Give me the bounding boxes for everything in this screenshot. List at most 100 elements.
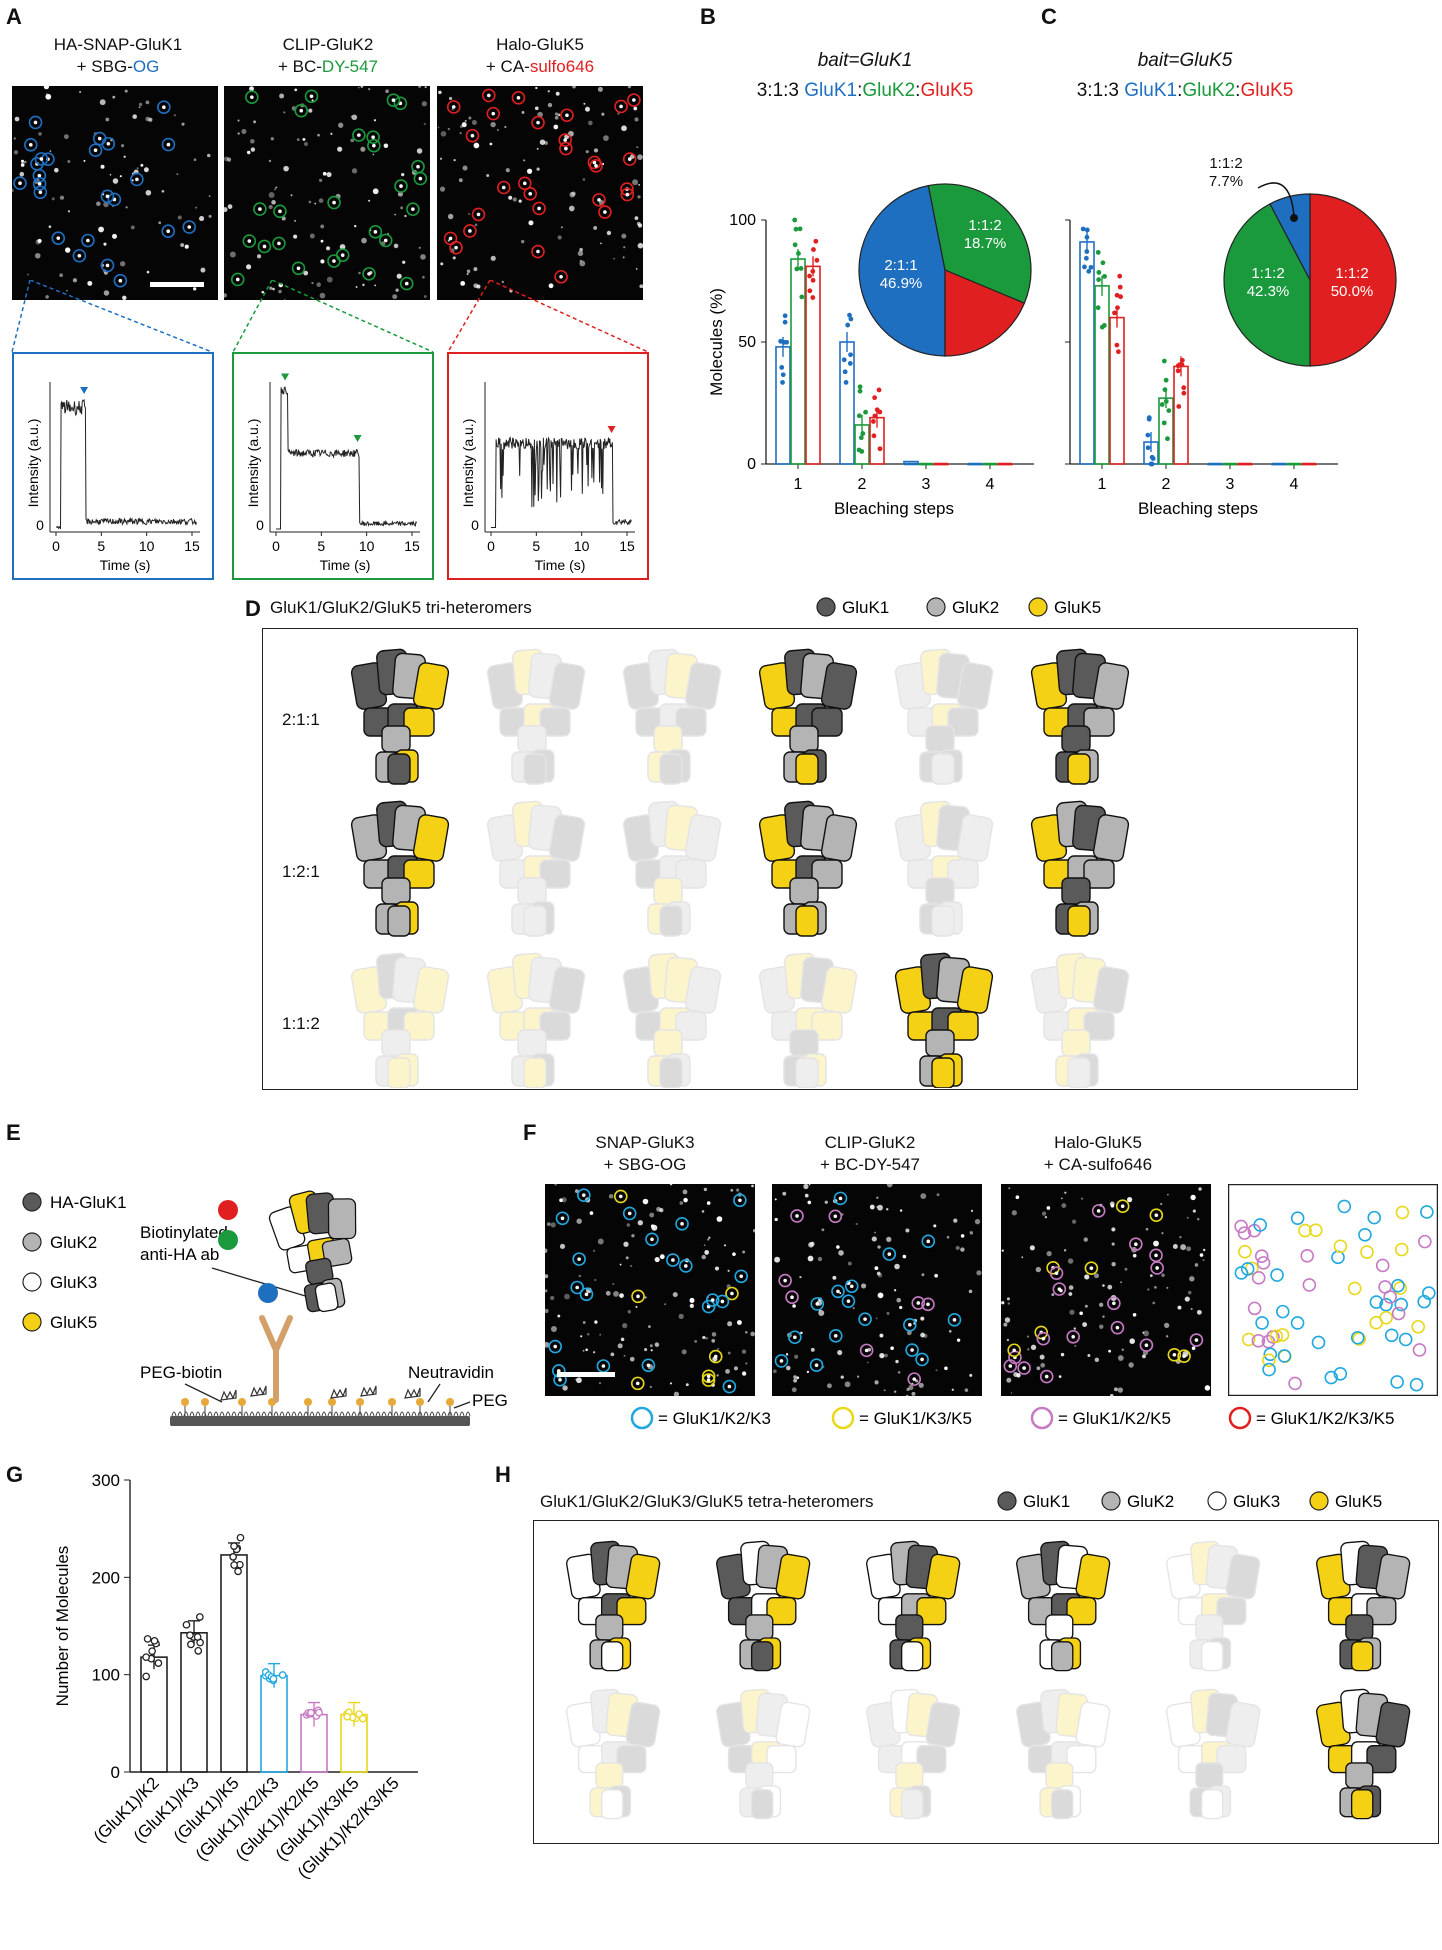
ntd-subunit bbox=[648, 800, 682, 848]
tmd-subunit bbox=[1058, 1785, 1082, 1818]
spot bbox=[1154, 1253, 1158, 1258]
x-tick-label: 2 bbox=[858, 476, 867, 493]
spot bbox=[320, 259, 325, 264]
data-point bbox=[195, 1613, 204, 1621]
spot bbox=[637, 195, 641, 199]
spot-marker bbox=[463, 224, 477, 238]
spot bbox=[906, 1394, 909, 1396]
tmd-subunit bbox=[919, 903, 943, 935]
spot bbox=[852, 1307, 855, 1310]
overlay-marker bbox=[1288, 1376, 1302, 1391]
spot bbox=[184, 244, 189, 249]
x-tick-label: 5 bbox=[317, 538, 325, 554]
peg-strand bbox=[387, 1411, 393, 1417]
spot bbox=[411, 207, 415, 211]
spot bbox=[106, 141, 111, 146]
spot bbox=[650, 1349, 653, 1352]
y-tick-label: 0 bbox=[36, 517, 44, 533]
spot bbox=[1089, 1266, 1094, 1270]
spot bbox=[955, 1245, 960, 1251]
legend-ha-gluk1-swatch bbox=[22, 1192, 42, 1212]
spot bbox=[1142, 1331, 1145, 1334]
spot-marker bbox=[622, 152, 637, 166]
bar bbox=[1109, 316, 1125, 465]
spot bbox=[20, 163, 25, 167]
spot bbox=[915, 1379, 919, 1383]
panel-c-title: bait=GluK5 bbox=[1137, 50, 1233, 71]
ntd-subunit bbox=[866, 1701, 901, 1748]
ntd-subunit bbox=[1055, 1692, 1089, 1738]
spot bbox=[534, 106, 539, 111]
spot bbox=[439, 186, 446, 192]
data-point bbox=[1163, 377, 1169, 383]
spot bbox=[1160, 1202, 1163, 1206]
spot bbox=[112, 95, 116, 99]
spot bbox=[200, 267, 206, 273]
caption-a3: Halo-GluK5 + CA-sulfo646 bbox=[440, 34, 640, 78]
spot bbox=[706, 1374, 711, 1379]
spot bbox=[293, 234, 298, 239]
ntd-subunit bbox=[486, 662, 524, 710]
spot bbox=[1082, 1322, 1088, 1328]
overlay-marker bbox=[1398, 1332, 1413, 1347]
tmd-subunit bbox=[1067, 1057, 1091, 1088]
spot-marker bbox=[631, 1289, 645, 1304]
data-point bbox=[780, 372, 786, 378]
tmd-subunit bbox=[1055, 1055, 1079, 1087]
data-point bbox=[798, 266, 804, 271]
spot bbox=[471, 119, 477, 126]
data-point bbox=[150, 1636, 159, 1645]
pie-value: 42.3% bbox=[1247, 283, 1290, 300]
overlay-marker bbox=[1395, 1205, 1410, 1220]
spot bbox=[557, 235, 562, 240]
spot bbox=[1192, 1209, 1196, 1213]
overlay-marker bbox=[1298, 1223, 1312, 1238]
spot bbox=[462, 165, 468, 171]
spot bbox=[1061, 1203, 1067, 1209]
lbd-subunit bbox=[1083, 859, 1115, 889]
overlay-marker bbox=[1308, 1223, 1323, 1238]
spot-marker bbox=[1139, 1338, 1154, 1353]
spot-marker bbox=[294, 103, 309, 118]
spot bbox=[162, 105, 166, 110]
ntd-subunit bbox=[890, 1688, 923, 1734]
spot bbox=[818, 1309, 825, 1316]
y-tick-label: 300 bbox=[92, 1471, 120, 1490]
micrograph-gluk5 bbox=[437, 86, 643, 300]
spot bbox=[603, 210, 607, 214]
spot-marker bbox=[245, 90, 259, 104]
spot-marker bbox=[34, 152, 49, 166]
lbd-subunit bbox=[1061, 877, 1091, 905]
spot-marker bbox=[368, 225, 383, 239]
spot-marker bbox=[304, 89, 319, 104]
spot bbox=[437, 126, 440, 129]
panel-c-k1: GluK1 bbox=[1124, 80, 1178, 101]
data-point bbox=[389, 1754, 396, 1762]
tmd-subunit bbox=[750, 1789, 774, 1820]
spot bbox=[268, 192, 275, 198]
spot bbox=[317, 133, 320, 137]
spot-marker bbox=[291, 261, 306, 276]
spot bbox=[733, 1366, 738, 1371]
spot bbox=[373, 119, 377, 122]
micrograph-gluk1 bbox=[12, 86, 218, 300]
x-tick-label: 15 bbox=[404, 538, 420, 554]
peg-strand bbox=[255, 1411, 261, 1417]
spot-marker bbox=[32, 168, 47, 183]
x-axis-label: Bleaching steps bbox=[834, 499, 954, 518]
ntd-subunit bbox=[1225, 1553, 1261, 1600]
spot-marker bbox=[734, 1269, 749, 1284]
spot bbox=[920, 1316, 925, 1321]
spot bbox=[750, 1331, 755, 1337]
overlay-marker bbox=[1290, 1211, 1305, 1225]
lbd-subunit bbox=[907, 707, 939, 737]
overlay-marker bbox=[1391, 1278, 1405, 1293]
spot bbox=[166, 229, 171, 234]
spot bbox=[262, 244, 267, 249]
lbd-subunit bbox=[381, 1029, 411, 1057]
spot bbox=[926, 1239, 931, 1244]
spot bbox=[195, 206, 198, 209]
data-point bbox=[779, 364, 785, 370]
spot bbox=[1167, 1193, 1169, 1196]
spot bbox=[224, 207, 228, 213]
